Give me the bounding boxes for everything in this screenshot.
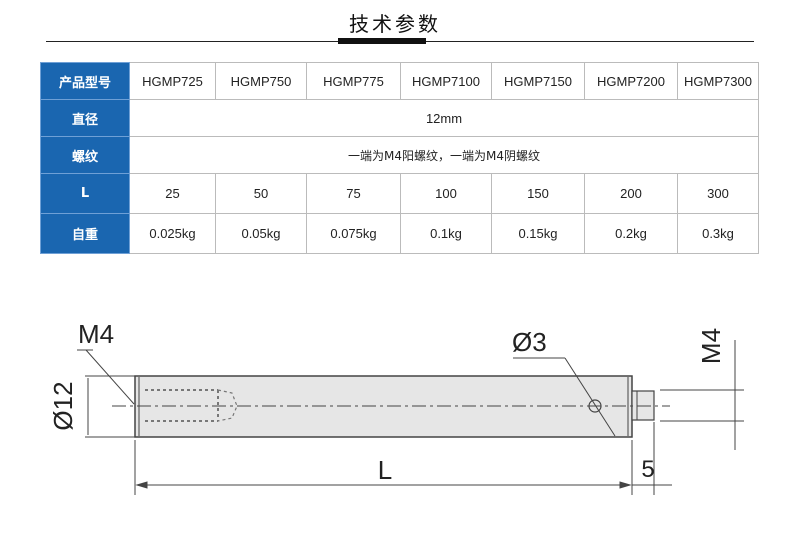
stud-length-label: 5 xyxy=(641,456,654,483)
model-cell: HGMP7150 xyxy=(491,62,585,100)
model-cell: HGMP750 xyxy=(215,62,307,100)
table-row-diameter: 直径 12mm xyxy=(40,99,759,137)
model-cell: HGMP775 xyxy=(306,62,401,100)
table-row-model: 产品型号 HGMP725 HGMP750 HGMP775 HGMP7100 HG… xyxy=(40,62,759,100)
model-cell: HGMP7100 xyxy=(400,62,492,100)
left-thread-label: M4 xyxy=(78,319,114,349)
table-row-weight: 自重 0.025kg 0.05kg 0.075kg 0.1kg 0.15kg 0… xyxy=(40,213,759,254)
spec-table: 产品型号 HGMP725 HGMP750 HGMP775 HGMP7100 HG… xyxy=(40,62,759,254)
row-label: 直径 xyxy=(40,99,130,137)
weight-cell: 0.3kg xyxy=(677,213,759,254)
model-cell: HGMP7200 xyxy=(584,62,678,100)
row-label: L xyxy=(40,173,130,214)
weight-cell: 0.1kg xyxy=(400,213,492,254)
title-underline xyxy=(338,38,426,44)
table-row-thread: 螺纹 一端为M4阳螺纹，一端为M4阴螺纹 xyxy=(40,136,759,174)
length-cell: 75 xyxy=(306,173,401,214)
diameter-label: Ø12 xyxy=(48,381,78,430)
internal-thread xyxy=(145,389,238,422)
length-label: L xyxy=(378,455,392,485)
right-thread-label: M4 xyxy=(696,328,726,364)
hole-label: Ø3 xyxy=(512,327,547,357)
row-label: 螺纹 xyxy=(40,136,130,174)
weight-cell: 0.075kg xyxy=(306,213,401,254)
weight-cell: 0.025kg xyxy=(129,213,216,254)
diameter-cell: 12mm xyxy=(129,99,759,137)
weight-cell: 0.15kg xyxy=(491,213,585,254)
length-cell: 100 xyxy=(400,173,492,214)
cross-hole xyxy=(588,399,602,413)
weight-cell: 0.2kg xyxy=(584,213,678,254)
length-cell: 25 xyxy=(129,173,216,214)
weight-cell: 0.05kg xyxy=(215,213,307,254)
row-label: 产品型号 xyxy=(40,62,130,100)
thread-cell: 一端为M4阳螺纹，一端为M4阴螺纹 xyxy=(129,136,759,174)
section-title: 技术参数 xyxy=(349,12,441,36)
